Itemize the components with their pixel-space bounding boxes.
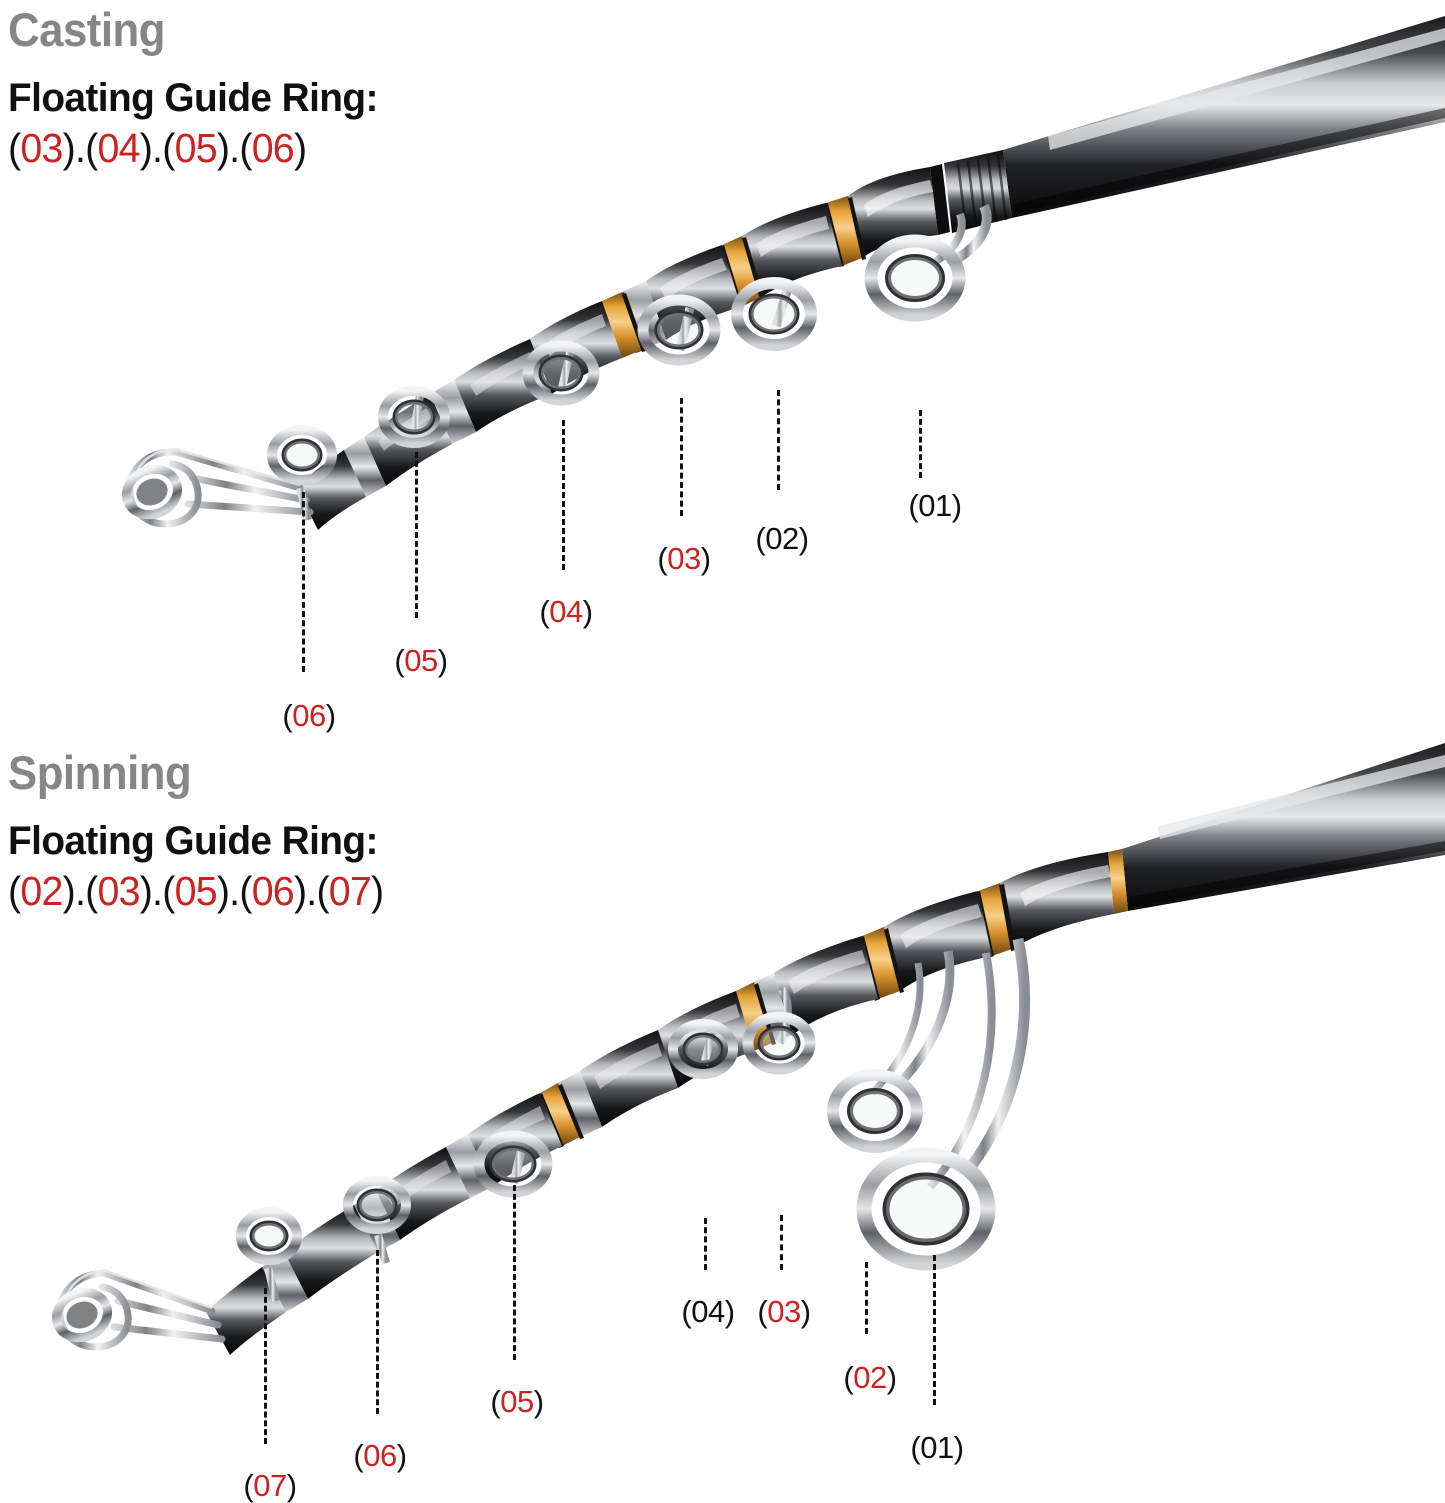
callout-number: 04 [691, 1294, 725, 1329]
callout-number: 06 [363, 1438, 397, 1473]
callout-number: 01 [920, 1430, 954, 1465]
leader-line-casting-05 [415, 452, 418, 618]
leader-line-casting-01 [919, 410, 922, 478]
callout-casting-04: (04) [539, 594, 593, 629]
callout-spinning-01: (01) [910, 1430, 964, 1465]
leader-line-spinning-06 [376, 1250, 379, 1414]
callout-spinning-02: (02) [843, 1360, 897, 1395]
casting-section: Casting Floating Guide Ring: (03).(04).(… [0, 0, 1445, 743]
callout-number: 04 [549, 594, 583, 629]
spinning-title: Spinning [8, 746, 192, 799]
callout-number: 02 [765, 521, 799, 556]
callout-number: 02 [853, 1360, 887, 1395]
callout-spinning-03: (03) [757, 1294, 811, 1329]
callout-casting-01: (01) [908, 488, 962, 523]
leader-line-spinning-05 [513, 1185, 516, 1360]
spinning-floating-ring-list: (02).(03).(05).(06).(07) [8, 867, 384, 914]
callout-number: 05 [500, 1384, 534, 1419]
leader-line-spinning-04 [704, 1218, 707, 1270]
callout-casting-06: (06) [282, 698, 336, 733]
casting-floating-guide-ring-label: Floating Guide Ring: [8, 75, 378, 120]
leader-line-casting-03 [680, 398, 683, 516]
callout-number: 03 [767, 1294, 801, 1329]
casting-title: Casting [8, 3, 166, 56]
callout-number: 01 [918, 488, 952, 523]
leader-line-casting-04 [562, 420, 565, 570]
spinning-floating-guide-ring-label: Floating Guide Ring: [8, 818, 378, 863]
callout-spinning-05: (05) [490, 1384, 544, 1419]
leader-line-spinning-01 [933, 1255, 936, 1405]
callout-spinning-04: (04) [681, 1294, 735, 1329]
leader-line-spinning-03 [780, 1215, 783, 1270]
callout-number: 06 [292, 698, 326, 733]
callout-spinning-06: (06) [353, 1438, 407, 1473]
leader-line-casting-06 [302, 492, 305, 672]
leader-line-spinning-02 [865, 1262, 868, 1334]
callout-number: 03 [667, 541, 701, 576]
casting-floating-ring-list: (03).(04).(05).(06) [8, 124, 307, 171]
leader-line-spinning-07 [264, 1288, 267, 1444]
callout-casting-05: (05) [394, 643, 448, 678]
callout-casting-02: (02) [755, 521, 809, 556]
casting-text-block: Casting Floating Guide Ring: (03).(04).(… [8, 6, 389, 169]
callout-casting-03: (03) [657, 541, 711, 576]
callout-number: 05 [404, 643, 438, 678]
spinning-section: Spinning Floating Guide Ring: (02).(03).… [0, 743, 1445, 1486]
leader-line-casting-02 [777, 390, 780, 490]
spinning-text-block: Spinning Floating Guide Ring: (02).(03).… [8, 749, 399, 912]
